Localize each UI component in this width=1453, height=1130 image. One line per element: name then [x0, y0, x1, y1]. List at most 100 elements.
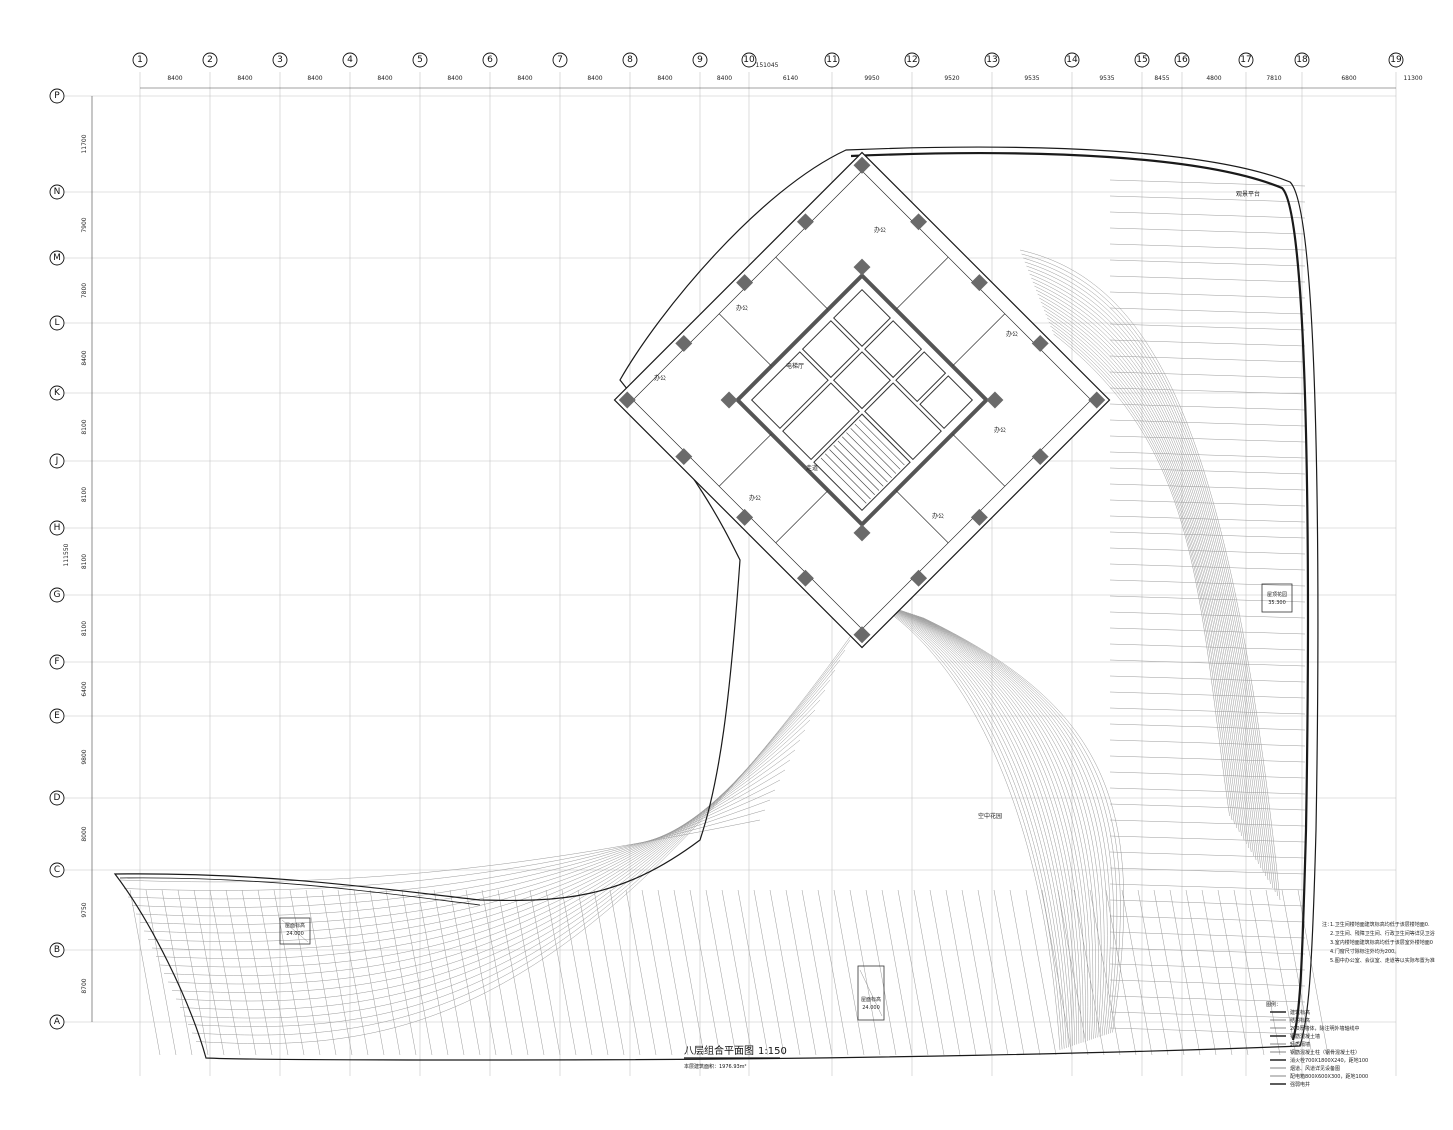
lattice-cross [1109, 611, 1306, 619]
lattice-cross [1109, 947, 1306, 955]
lattice-cross [801, 889, 833, 1056]
level-tag-south-title: 屋面标高 [861, 996, 881, 1003]
grid-bubble-col [552, 52, 568, 68]
legend-item: 钢筋混凝土墙 [1290, 1033, 1320, 1040]
lattice-cross [1265, 889, 1297, 1056]
room-label-office-s2: 办公 [749, 494, 761, 502]
tower-floor [613, 151, 1111, 649]
lattice-cross [1169, 889, 1201, 1056]
lattice-rib [195, 629, 856, 1044]
level-tag-west: 屋面标高 24.000 [279, 917, 311, 945]
lattice-cross [513, 889, 545, 1056]
grid-bubble-col [1388, 52, 1404, 68]
column-spacing-label: 8400 [657, 75, 672, 82]
lattice-cross [257, 889, 289, 1056]
lattice-rib [127, 799, 771, 900]
lattice-cross [529, 889, 561, 1056]
lattice-cross [1009, 889, 1041, 1056]
lattice-cross [1109, 1011, 1306, 1019]
lattice-cross [641, 889, 673, 1056]
lattice-cross [1109, 259, 1306, 267]
grid-column-label: 6 [487, 55, 493, 65]
lattice-cross [1109, 1027, 1306, 1035]
lattice-cross [337, 889, 369, 1056]
lattice-cross [657, 889, 689, 1056]
lattice-cross [1109, 867, 1306, 875]
lattice-rib [163, 709, 816, 976]
grid-column-label: 2 [207, 55, 213, 65]
lattice-rib [1035, 289, 1257, 861]
lattice-cross [1249, 889, 1281, 1056]
lattice-cross [385, 889, 417, 1056]
lattice-rib [1048, 321, 1238, 829]
grid-bubble-row [49, 520, 65, 536]
grid-row-label: N [54, 187, 61, 197]
lattice-cross [369, 889, 401, 1056]
lattice-cross [1109, 547, 1306, 555]
lattice-rib [922, 617, 1125, 1033]
grid-bubble-col [342, 52, 358, 68]
lattice-cross [145, 889, 177, 1056]
row-spacing-label: 8100 [81, 419, 88, 434]
room-label-office-n: 办公 [874, 226, 886, 234]
lattice-rib [884, 604, 1075, 1046]
lattice-rib [1026, 265, 1271, 885]
axis-grid [64, 72, 1397, 1076]
lattice-cross [1233, 889, 1265, 1056]
drawing-title: 八层组合平面图 [684, 1044, 754, 1057]
row-spacing-label: 8100 [81, 554, 88, 569]
row-spacing-label: 11700 [81, 134, 88, 153]
lattice-cross [977, 889, 1009, 1056]
grid-row-label: H [54, 523, 61, 533]
lattice-cross [1109, 419, 1306, 427]
lattice-rib [1024, 261, 1274, 889]
lattice-rib [139, 769, 786, 925]
drawing-legend: 图例： 建筑标高结构标高200厚墙体，除注明外墙轴线中钢筋混凝土墙轻质隔墙钢筋混… [1266, 1001, 1368, 1088]
lattice-rib [886, 605, 1078, 1045]
grid-column-label: 5 [417, 55, 423, 65]
lattice-cross [1109, 515, 1306, 523]
grid-column-label: 18 [1296, 55, 1308, 65]
legend-heading: 图例： [1266, 1001, 1281, 1008]
lattice-cross [913, 889, 945, 1056]
room-label-office-s: 办公 [932, 512, 944, 520]
grid-bubble-row [49, 250, 65, 266]
lattice-rib [895, 608, 1086, 1042]
grid-bubble-row [49, 315, 65, 331]
lattice-cross [1025, 889, 1057, 1056]
lattice-cross [1201, 889, 1233, 1056]
grid-column-label: 19 [1390, 55, 1402, 65]
lattice-cross [1109, 835, 1306, 843]
lattice-cross [401, 889, 433, 1056]
grid-bubble-col [482, 52, 498, 68]
lattice-cross [1109, 531, 1306, 539]
grid-row-label: K [54, 388, 61, 398]
lattice-rib [1034, 285, 1259, 865]
lattice-cross [1109, 355, 1306, 363]
level-tag-east-value: 35.300 [1268, 600, 1286, 606]
lattice-cross [929, 889, 961, 1056]
grid-row-label: B [54, 945, 60, 955]
lattice-rib [191, 639, 851, 1036]
row-spacing-label: 8100 [81, 621, 88, 636]
grid-bubble-col [1134, 52, 1150, 68]
lattice-rib [892, 607, 1084, 1043]
grid-bubble-col [622, 52, 638, 68]
level-tag-east: 屋顶花园 35.300 [1261, 583, 1293, 613]
room-label-office-e: 办公 [1006, 330, 1018, 338]
lattice-rib [888, 606, 1080, 1044]
lattice-cross [1109, 275, 1306, 283]
lattice-rib [1042, 305, 1247, 845]
lattice-rib [916, 615, 1114, 1035]
grid-column-label: 11 [826, 55, 837, 65]
core-shafts [750, 288, 974, 512]
grid-bubble-col [132, 52, 148, 68]
lattice-cross [1109, 707, 1306, 715]
lattice-cross [1109, 323, 1306, 331]
lattice-cross [1109, 963, 1306, 971]
lattice-cross [1109, 819, 1306, 827]
lattice-cross [449, 889, 481, 1056]
lattice-rib [880, 603, 1071, 1047]
lattice-cross [1109, 499, 1306, 507]
